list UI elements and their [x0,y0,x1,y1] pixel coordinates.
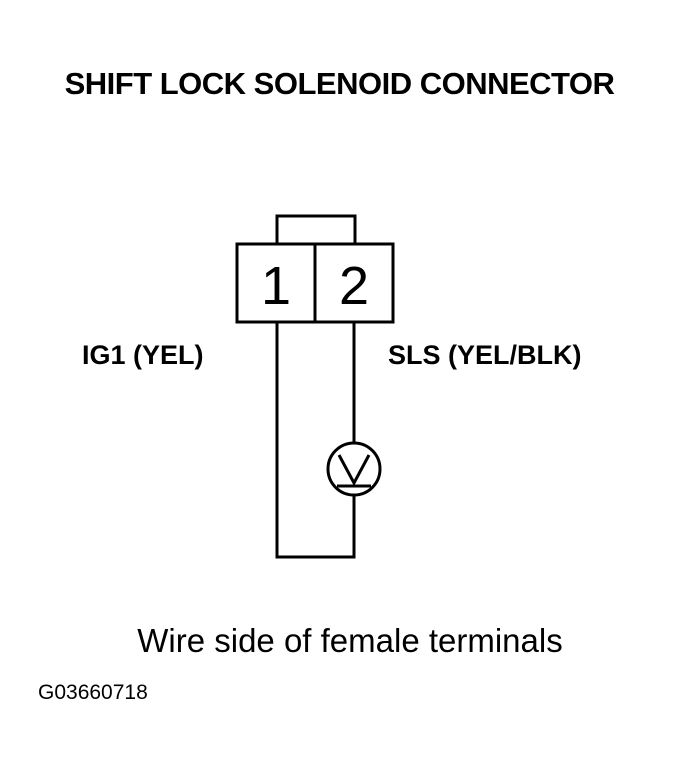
solenoid-v-symbol-icon [326,441,382,497]
terminal-2-label: 2 [339,256,369,316]
ig1-wire-label: IG1 (YEL) [82,340,204,370]
sls-wire-label: SLS (YEL/BLK) [388,340,582,370]
figure-id: G03660718 [38,681,148,704]
diagram-caption: Wire side of female terminals [137,622,563,659]
diagram-title: SHIFT LOCK SOLENOID CONNECTOR [64,66,615,101]
terminal-1-label: 1 [261,256,291,316]
connector-lock-tab [275,214,357,246]
